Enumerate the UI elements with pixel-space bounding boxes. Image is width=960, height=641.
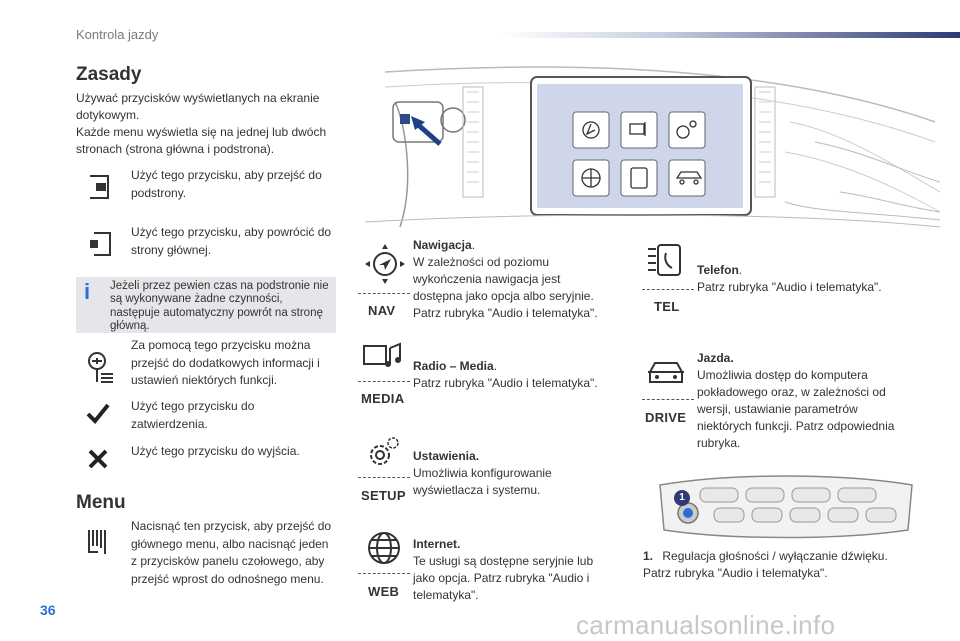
- nav-divider: [358, 293, 410, 294]
- nav-label: NAV: [368, 303, 396, 318]
- section-title: Kontrola jazdy: [76, 27, 159, 42]
- settings-gear-icon: [366, 435, 402, 469]
- zasady-para-2: Każde menu wyświetla się na jednej lub d…: [76, 125, 327, 156]
- setup-description: Ustawienia. Umożliwia konfigurowanie wyś…: [413, 448, 613, 499]
- web-title: Internet.: [413, 537, 461, 551]
- tel-body: Patrz rubryka "Audio i telematyka".: [697, 280, 882, 294]
- setup-body: Umożliwia konfigurowanie wyświetlacza i …: [413, 466, 552, 497]
- console-panel-illustration: [650, 470, 920, 542]
- tel-label: TEL: [654, 299, 680, 314]
- media-title-dot: .: [493, 359, 498, 373]
- menu-text: Nacisnąć ten przycisk, aby przejść do gł…: [131, 519, 332, 586]
- footnote-line-2: Patrz rubryka "Audio i telematyka".: [643, 566, 828, 580]
- info-settings-icon: [86, 350, 114, 384]
- menu-heading: Menu: [76, 492, 126, 513]
- web-description: Internet. Te usługi są dostępne seryjnie…: [413, 536, 613, 604]
- close-icon: [88, 449, 108, 469]
- next-page-icon: [86, 172, 116, 202]
- nav-title: Nawigacja: [413, 238, 472, 252]
- nav-description: Nawigacja. W zależności od poziomu wykoń…: [413, 237, 613, 322]
- media-title: Radio – Media: [413, 359, 494, 373]
- nav-body: W zależności od poziomu wykończenia nawi…: [413, 255, 598, 320]
- web-label: WEB: [368, 584, 400, 599]
- media-icon: [362, 340, 406, 370]
- drive-title: Jazda.: [697, 351, 734, 365]
- media-description: Radio – Media. Patrz rubryka "Audio i te…: [413, 358, 613, 392]
- drive-body: Umożliwia dostęp do komputera pokładoweg…: [697, 368, 895, 450]
- footnote-text: Regulacja głośności / wyłączanie dźwięku…: [662, 549, 888, 563]
- zasady-intro: Używać przycisków wyświetlanych na ekran…: [76, 90, 338, 158]
- checkmark-icon: [86, 402, 110, 424]
- setup-title: Ustawienia.: [413, 449, 480, 463]
- footnote: 1. Regulacja głośności / wyłączanie dźwi…: [643, 548, 933, 582]
- zasady-para-1: Używać przycisków wyświetlanych na ekran…: [76, 91, 320, 122]
- media-divider: [358, 381, 410, 382]
- back-page-text: Użyć tego przycisku, aby powrócić do str…: [131, 225, 332, 257]
- nav-title-dot: .: [471, 238, 476, 252]
- panel-marker-1: 1: [674, 490, 690, 506]
- next-page-text: Użyć tego przycisku, aby przejść do pods…: [131, 168, 322, 200]
- menu-icon: [86, 528, 108, 556]
- setup-divider: [358, 477, 410, 478]
- info-box: [76, 277, 336, 333]
- tel-title-dot: .: [738, 263, 743, 277]
- info-box-text: Jeżeli przez pewien czas na podstronie n…: [110, 280, 329, 332]
- web-body: Te usługi są dostępne seryjnie lub jako …: [413, 554, 594, 602]
- web-divider: [358, 573, 410, 574]
- drive-description: Jazda. Umożliwia dostęp do komputera pok…: [697, 350, 897, 452]
- zasady-heading: Zasady: [76, 64, 142, 85]
- drive-label: DRIVE: [645, 410, 687, 425]
- navigation-icon: [362, 241, 408, 287]
- tel-title: Telefon: [697, 263, 739, 277]
- info-settings-text: Za pomocą tego przycisku można przejść d…: [131, 338, 320, 387]
- back-page-icon: [86, 229, 116, 259]
- confirm-text: Użyć tego przycisku do zatwierdzenia.: [131, 399, 255, 431]
- header-bar: [500, 32, 960, 38]
- footnote-number: 1.: [643, 549, 654, 563]
- dashboard-illustration: [345, 62, 945, 232]
- internet-globe-icon: [366, 530, 402, 566]
- tel-description: Telefon. Patrz rubryka "Audio i telematy…: [697, 262, 897, 296]
- page-number: 36: [40, 602, 56, 618]
- phone-icon: [646, 243, 684, 277]
- tel-divider: [642, 289, 694, 290]
- media-body: Patrz rubryka "Audio i telematyka".: [413, 376, 598, 390]
- drive-divider: [642, 399, 694, 400]
- info-icon: i: [84, 279, 91, 304]
- watermark: carmanualsonline.info: [576, 610, 836, 640]
- exit-text: Użyć tego przycisku do wyjścia.: [131, 444, 300, 458]
- media-label: MEDIA: [361, 391, 405, 406]
- setup-label: SETUP: [361, 488, 406, 503]
- car-icon: [646, 360, 686, 386]
